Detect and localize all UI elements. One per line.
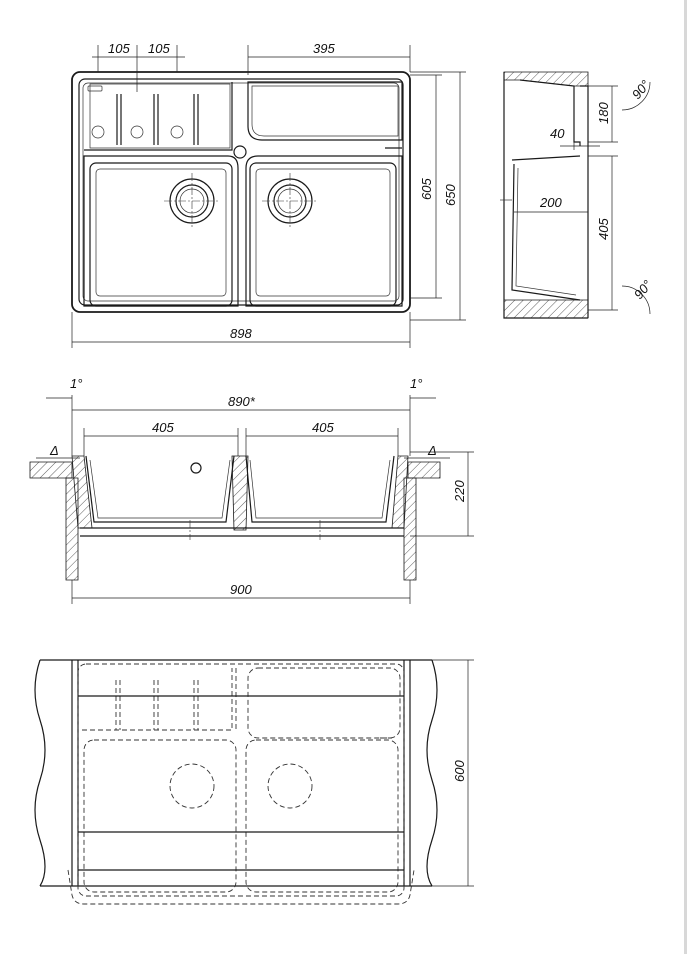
dim-cabinet: 900	[230, 582, 252, 597]
delta-right: Δ	[427, 443, 437, 458]
angle-left: 1°	[70, 376, 82, 391]
dim-cutout: 890*	[228, 394, 256, 409]
dim-slot-2: 105	[148, 41, 170, 56]
dim-height: 220	[452, 480, 467, 503]
dim-slot-1: 105	[108, 41, 130, 56]
dim-total-depth: 650	[443, 184, 458, 206]
install-view: 600	[34, 659, 474, 905]
dim-bowl-left: 405	[152, 420, 174, 435]
side-view: 180 40 200 405 90° 90°	[500, 71, 655, 319]
dim-bowl-depth-half: 200	[539, 195, 562, 210]
page-edge	[684, 0, 687, 954]
dim-bowl-length: 405	[596, 218, 611, 240]
delta-left: Δ	[49, 443, 59, 458]
accessory-slots	[87, 85, 199, 145]
front-section: 890* 1° 1° 405 405 Δ Δ 220 900	[29, 376, 474, 604]
top-view: 105 105 395 605 650 898	[71, 41, 466, 348]
dim-total-width: 898	[230, 326, 252, 341]
dim-inner-depth: 605	[419, 178, 434, 200]
angle-top: 90°	[629, 77, 653, 102]
dim-bowl-right: 405	[312, 420, 334, 435]
dim-drainer: 395	[313, 41, 335, 56]
dim-top-height: 180	[596, 102, 611, 124]
angle-bottom: 90°	[631, 277, 655, 302]
angle-right: 1°	[410, 376, 422, 391]
dim-ledge: 40	[550, 126, 565, 141]
dim-cabinet-depth: 600	[452, 760, 467, 782]
